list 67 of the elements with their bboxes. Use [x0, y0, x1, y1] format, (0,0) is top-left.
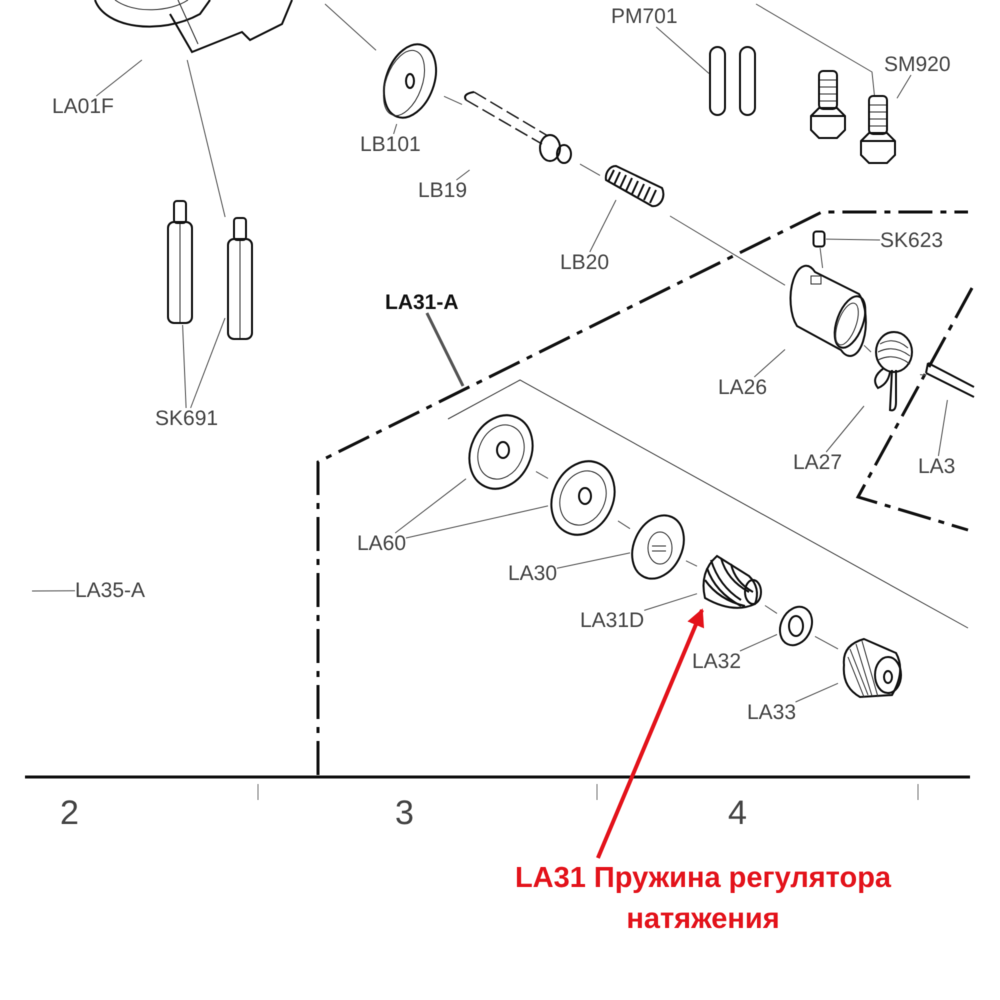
- part-number: LA31D: [580, 610, 644, 631]
- grid-number: 2: [60, 796, 79, 830]
- leader-line: [826, 238, 880, 240]
- part-number: LA3: [918, 456, 956, 477]
- leader-line: [456, 170, 470, 180]
- grid-number: 4: [728, 796, 747, 830]
- leader-line: [394, 478, 466, 534]
- part-number: LB101: [360, 134, 421, 155]
- set-screw-drawing: [812, 230, 826, 248]
- part-number: LA27: [793, 452, 842, 473]
- assembly-line: [186, 60, 226, 218]
- leader-line: [644, 593, 698, 611]
- leader-line: [556, 552, 630, 569]
- part-number: LA30: [508, 563, 558, 584]
- part-number: SK623: [880, 230, 944, 251]
- standoff-drawing: [165, 200, 195, 325]
- annotation-text: LA31 Пружина регулятора натяжения: [468, 858, 938, 940]
- assembly-line: [580, 164, 600, 176]
- leader-line: [754, 349, 786, 378]
- leader-line: [826, 406, 864, 452]
- assembly-line: [920, 374, 926, 376]
- leader-line: [938, 400, 948, 456]
- assembly-line: [686, 560, 698, 567]
- part-number: LA32: [692, 651, 742, 672]
- part-number: LB20: [560, 252, 610, 273]
- hex-bolt-drawing: [859, 95, 897, 165]
- assembly-line: [764, 605, 778, 614]
- part-number: LA01F: [52, 96, 114, 117]
- leader-line: [32, 590, 76, 592]
- lock-washer-drawing: [777, 604, 815, 648]
- part-number: LA35-A: [75, 580, 146, 601]
- part-number: LA33: [747, 702, 796, 723]
- leader-line: [740, 634, 778, 652]
- leader-line: [96, 60, 142, 96]
- part-number: PM701: [611, 6, 678, 27]
- assembly-line: [814, 636, 838, 650]
- leader-line: [426, 312, 464, 387]
- leader-line: [324, 4, 376, 51]
- leader-line: [393, 124, 398, 134]
- leader-line: [896, 74, 912, 99]
- standoff-drawing: [225, 217, 255, 341]
- assembly-number: LA31-A: [385, 292, 459, 313]
- assembly-line: [820, 248, 824, 268]
- washer-drawing: [548, 458, 618, 538]
- arrow: [596, 608, 704, 859]
- leader-line: [795, 682, 838, 702]
- assembly-line: [670, 216, 786, 286]
- assembly-line: [444, 96, 462, 105]
- pin-drawing: [709, 46, 726, 116]
- pin-drawing: [739, 46, 756, 116]
- part-number: LB19: [418, 180, 468, 201]
- assembly-line: [536, 471, 548, 479]
- part-number: SK691: [155, 408, 218, 429]
- assembly-line: [618, 520, 630, 530]
- disc-drawing: [630, 512, 686, 582]
- grid-number: 3: [395, 796, 414, 830]
- part-number: SM920: [884, 54, 951, 75]
- leader-line: [656, 26, 710, 74]
- leader-line: [589, 200, 616, 252]
- leader-line: [756, 4, 875, 96]
- assembly-line: [864, 344, 872, 352]
- washer-drawing: [466, 412, 536, 492]
- leader-line: [190, 318, 226, 408]
- part-number: LA26: [718, 377, 768, 398]
- part-number: LA60: [357, 533, 406, 554]
- leader-line: [406, 505, 548, 538]
- leader-line: [182, 324, 187, 408]
